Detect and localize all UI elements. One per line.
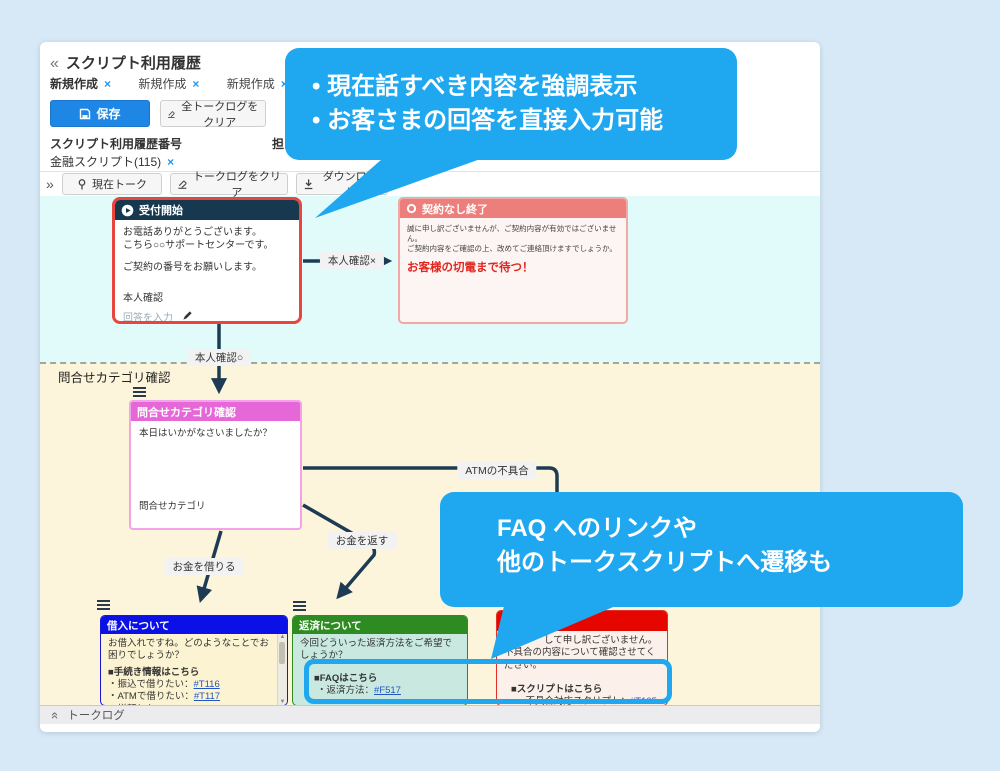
collapse-up-icon[interactable]: « bbox=[48, 711, 64, 719]
history-tabs: 新規作成× 新規作成× 新規作成× bbox=[50, 75, 312, 92]
node-header: 返済について bbox=[293, 616, 467, 634]
node-body: お借入れですね。どのようなことでお困りでしょうか？ ■手続き情報はこちら ・振込… bbox=[101, 634, 283, 705]
node-menu-icon[interactable] bbox=[97, 600, 110, 610]
node-header: 問合せカテゴリ確認 bbox=[131, 402, 300, 421]
node-inquiry-category[interactable]: 問合せカテゴリ確認 本日はいかがなさいましたか？ 問合せカテゴリ bbox=[129, 400, 302, 530]
warning-text: お客様の切電まで待つ！ bbox=[407, 261, 534, 274]
node-reception-start[interactable]: 受付開始 お電話ありがとうございます。 こちら○○サポートセンターです。 ご契約… bbox=[112, 197, 302, 324]
faq-link[interactable]: #F517 bbox=[374, 685, 401, 697]
script-link[interactable]: #T116 bbox=[193, 679, 220, 691]
ring-icon bbox=[406, 203, 417, 214]
edge-label: 本人確認× bbox=[319, 252, 385, 269]
pencil-icon[interactable] bbox=[182, 310, 193, 321]
eraser-icon bbox=[178, 180, 187, 189]
clear-talklog-button[interactable]: トークログをクリア bbox=[170, 171, 288, 199]
history-number-label: スクリプト利用履歴番号 bbox=[50, 137, 183, 151]
annotation-highlight-box bbox=[304, 659, 672, 704]
collapse-panel-icon[interactable]: « bbox=[50, 55, 59, 72]
page-title: « スクリプト利用履歴 bbox=[50, 52, 201, 73]
divider bbox=[40, 171, 820, 172]
node-menu-icon[interactable] bbox=[133, 387, 146, 397]
close-icon[interactable]: × bbox=[192, 77, 200, 91]
play-icon bbox=[121, 204, 134, 216]
eraser-icon bbox=[168, 110, 175, 118]
expand-panel-icon[interactable]: » bbox=[46, 176, 54, 192]
node-header: 受付開始 bbox=[115, 200, 299, 220]
talklog-bar[interactable]: « トークログ bbox=[40, 705, 820, 724]
page-title-text: スクリプト利用履歴 bbox=[65, 55, 201, 72]
node-body: 今回どういった返済方法をご希望でしょうか？ ■FAQはこちら ・返済方法：#F5… bbox=[300, 638, 453, 697]
history-tab[interactable]: 新規作成× bbox=[50, 77, 112, 91]
annotation-callout-bottom: FAQ へのリンクや 他のトークスクリプトへ遷移も bbox=[440, 492, 963, 607]
script-tab[interactable]: 金融スクリプト(115)× bbox=[50, 155, 175, 169]
edge-label: 本人確認○ bbox=[186, 349, 252, 366]
talklog-label: トークログ bbox=[67, 710, 125, 722]
section-label: 問合せカテゴリ確認 bbox=[58, 371, 171, 385]
node-scrollbar[interactable]: ▲ ▼ bbox=[277, 634, 287, 705]
annotation-callout-top: • 現在話すべき内容を強調表示 • お客さまの回答を直接入力可能 bbox=[285, 48, 737, 160]
scrollbar-thumb[interactable] bbox=[279, 642, 285, 664]
pin-icon bbox=[78, 178, 86, 189]
save-button[interactable]: 保存 bbox=[50, 100, 150, 127]
close-icon[interactable]: × bbox=[281, 77, 288, 91]
node-body: お電話ありがとうございます。 こちら○○サポートセンターです。 ご契約の番号をお… bbox=[115, 220, 299, 321]
node-header: 契約なし終了 bbox=[400, 199, 626, 218]
answer-field-label: 本人確認 bbox=[123, 292, 163, 304]
node-menu-icon[interactable] bbox=[293, 601, 306, 611]
node-body: 本日はいかがなさいましたか？ 問合せカテゴリ bbox=[131, 421, 300, 520]
history-tab[interactable]: 新規作成× bbox=[138, 77, 200, 91]
download-icon bbox=[304, 179, 313, 190]
edge-label: お金を借りる bbox=[164, 558, 244, 575]
edge-label: ATMの不具合 bbox=[457, 462, 537, 479]
category-field-label[interactable]: 問合せカテゴリ bbox=[139, 500, 206, 512]
answer-input[interactable]: 回答を入力 bbox=[123, 310, 291, 321]
node-borrowing[interactable]: 借入について お借入れですね。どのようなことでお困りでしょうか？ ■手続き情報は… bbox=[100, 615, 288, 706]
close-icon[interactable]: × bbox=[104, 77, 112, 91]
node-no-contract-end[interactable]: 契約なし終了 誠に申し訳ございませんが、ご契約内容が有効ではございません。 ご契… bbox=[398, 197, 628, 324]
history-tab[interactable]: 新規作成× bbox=[227, 75, 288, 92]
script-link[interactable]: #T117 bbox=[193, 691, 221, 703]
script-link[interactable]: #T118 bbox=[177, 704, 203, 705]
node-header bbox=[497, 611, 667, 631]
close-icon[interactable]: × bbox=[167, 155, 175, 169]
current-talk-button[interactable]: 現在トーク bbox=[62, 173, 162, 195]
node-header: 借入について bbox=[101, 616, 287, 634]
edge-label: お金を返す bbox=[327, 532, 397, 549]
node-body: 誠に申し訳ございませんが、ご契約内容が有効ではございません。 ご契約内容をご確認… bbox=[400, 218, 626, 282]
clear-all-talklog-button[interactable]: 全トークログをクリア bbox=[160, 100, 266, 129]
save-icon bbox=[80, 108, 91, 119]
download-button[interactable]: ダウンロード bbox=[296, 171, 388, 199]
